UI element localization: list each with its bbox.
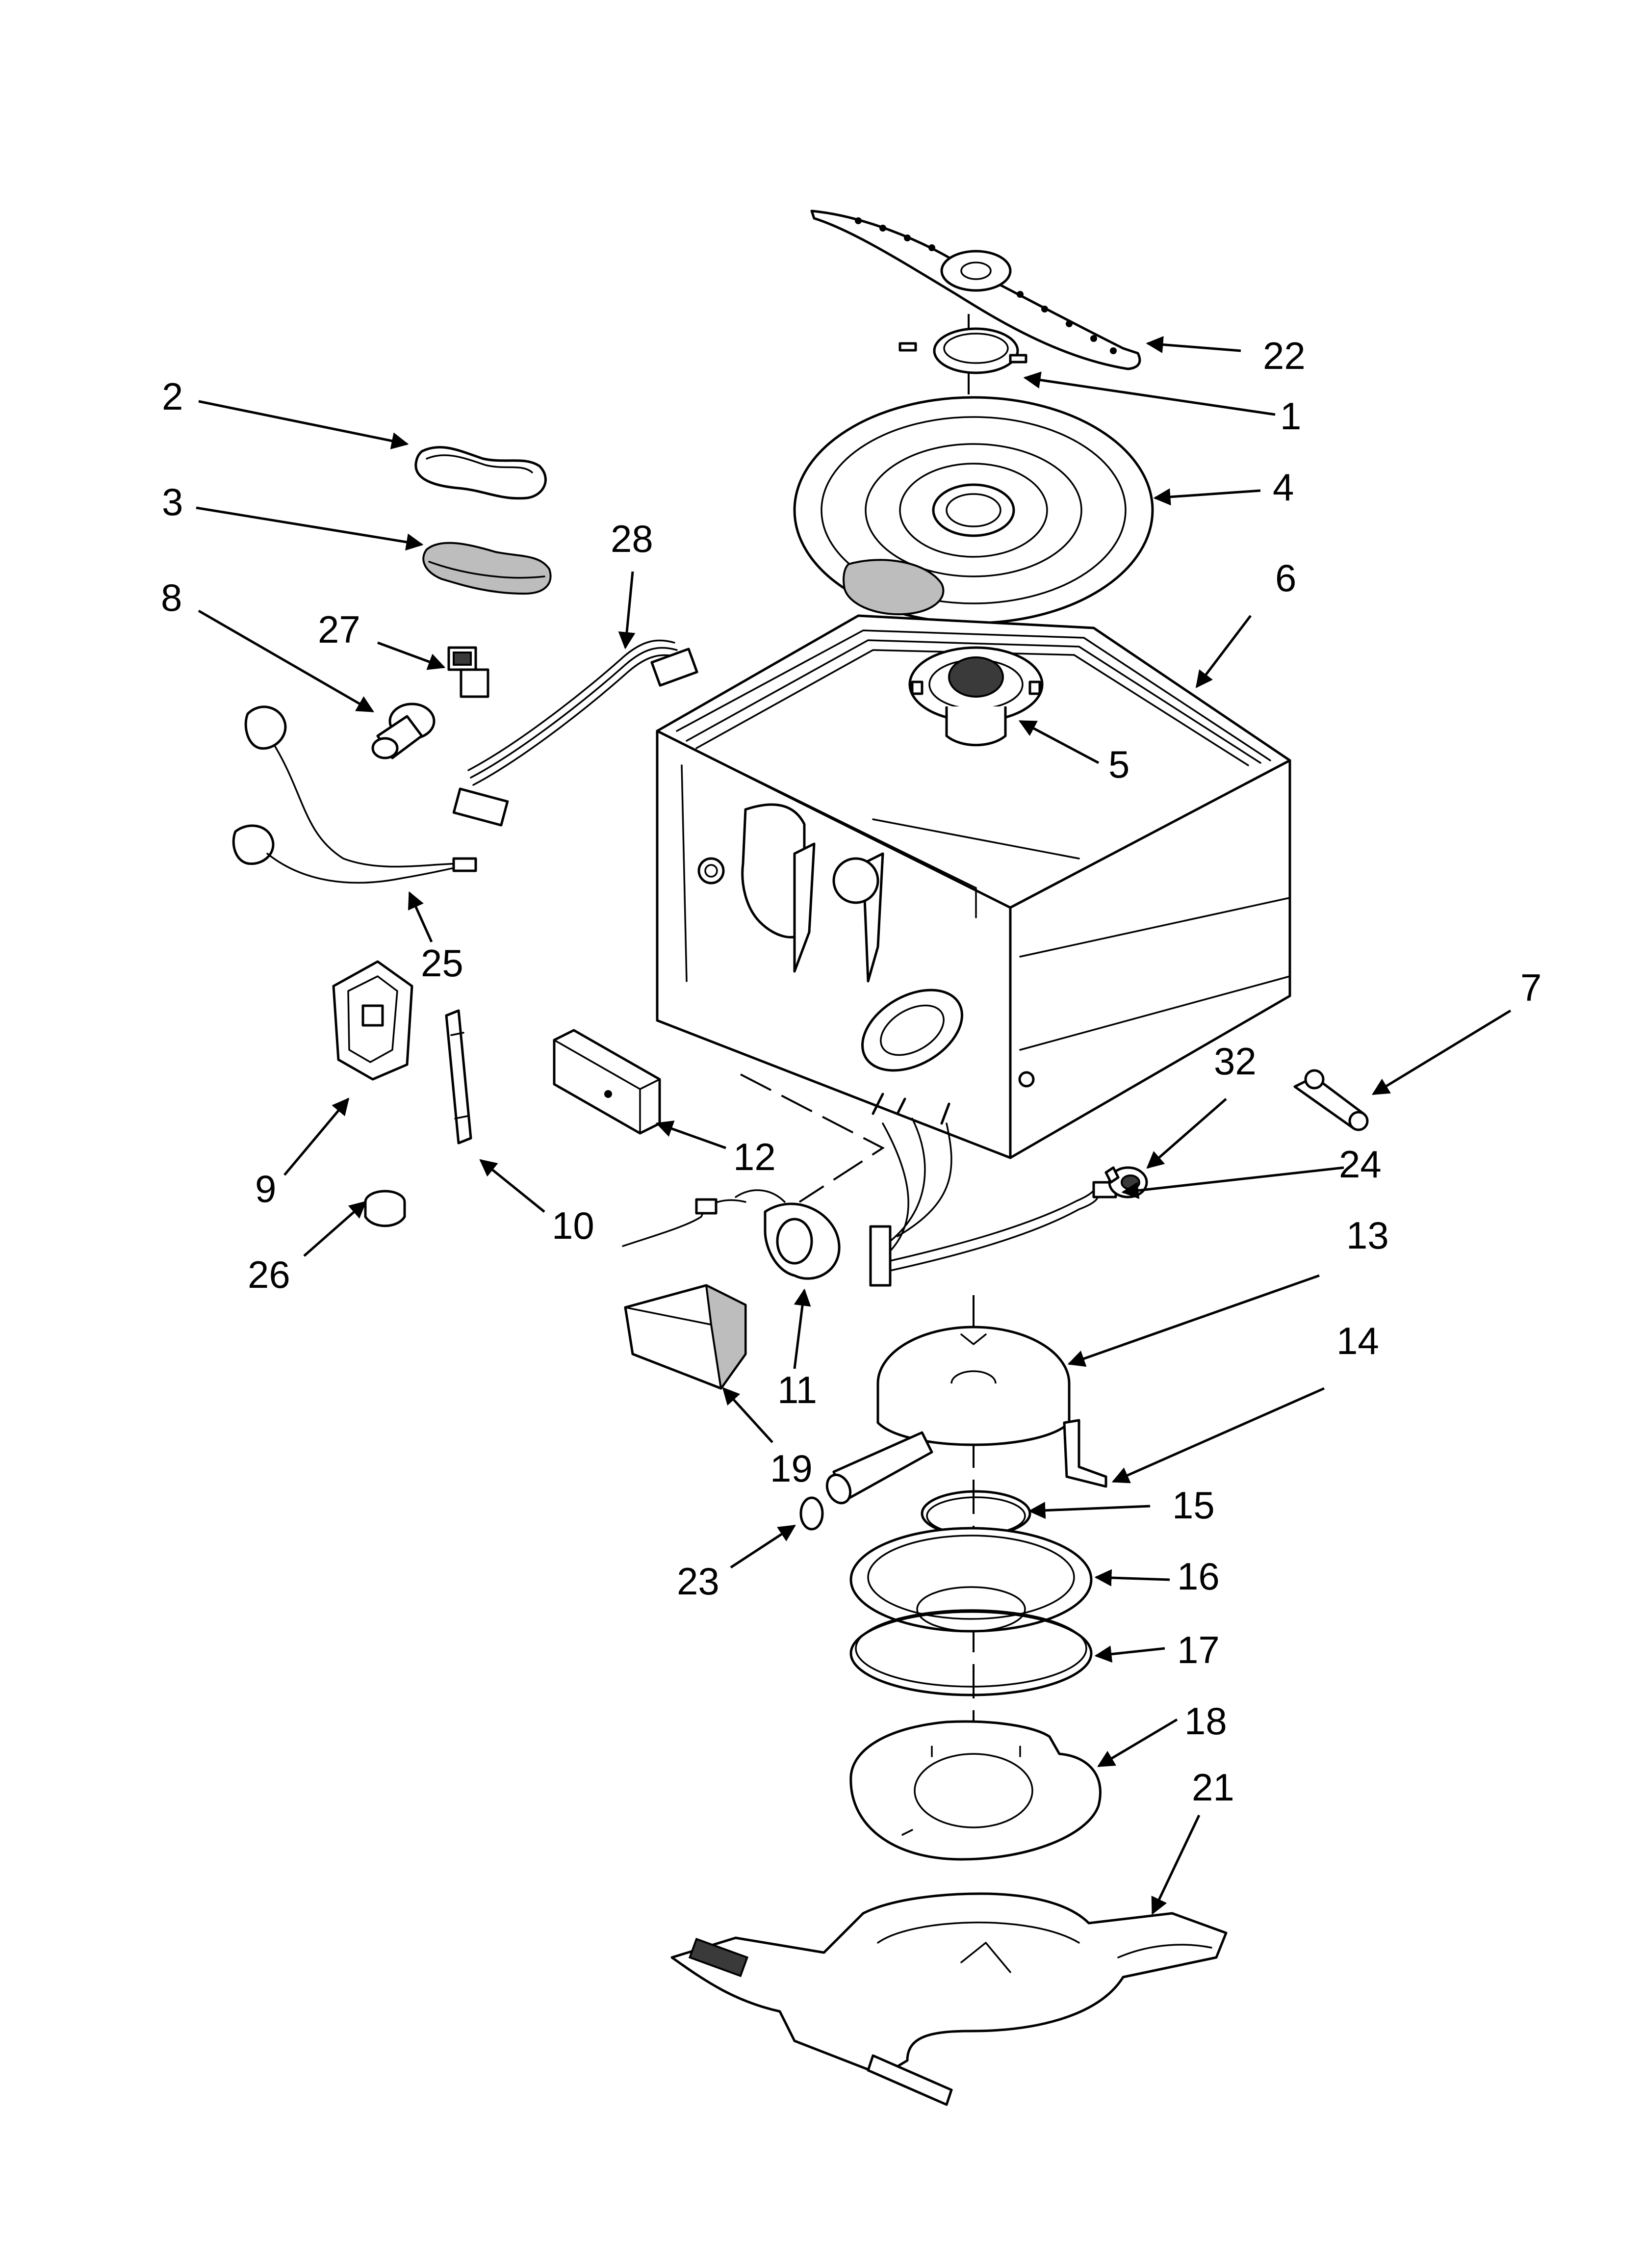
callout-3: 3 [162, 480, 183, 523]
base-plate [849, 1720, 1102, 1861]
callout-11: 11 [777, 1368, 817, 1411]
callout-15: 15 [1172, 1484, 1215, 1527]
sump-bowl [849, 1527, 1093, 1633]
callout-17: 17 [1177, 1628, 1220, 1671]
callout-4: 4 [1273, 466, 1294, 509]
pump-impeller [908, 646, 1044, 747]
filter-plate [793, 396, 1154, 625]
callout-18: 18 [1184, 1699, 1227, 1743]
bracket [445, 1009, 472, 1145]
dishwasher-tub [656, 614, 1291, 1159]
sensor-wires [232, 705, 477, 884]
callout-labels: 22 1 2 3 4 28 6 8 27 5 25 7 32 12 24 9 1… [161, 334, 1541, 1809]
callout-12: 12 [733, 1135, 776, 1178]
upper-spray-arm [810, 209, 1141, 370]
control-module [332, 960, 413, 1081]
callout-23: 23 [677, 1560, 719, 1603]
callout-32: 32 [1214, 1040, 1257, 1083]
callout-28: 28 [611, 517, 653, 560]
detergent-lid [422, 542, 552, 595]
callout-9: 9 [255, 1167, 276, 1210]
wire-harness [452, 639, 698, 827]
thermostat-clip [447, 646, 489, 698]
callout-16: 16 [1177, 1555, 1220, 1598]
callout-8: 8 [161, 576, 182, 619]
dishwasher-base [670, 1892, 1228, 2106]
callout-13: 13 [1346, 1214, 1389, 1257]
callout-1: 1 [1280, 394, 1301, 438]
inlet-fitting [371, 703, 436, 759]
callout-14: 14 [1336, 1319, 1379, 1362]
callout-19: 19 [770, 1447, 813, 1490]
motor-harness [869, 1093, 1117, 1287]
detergent-dispenser [624, 1284, 747, 1390]
float-switch-clip [1063, 1419, 1107, 1488]
callout-26: 26 [248, 1253, 290, 1296]
callout-24: 24 [1339, 1143, 1382, 1186]
cap [364, 1190, 406, 1227]
o-ring [799, 1496, 824, 1531]
sump-assembly [825, 1326, 1071, 1505]
turbidity-sensor [622, 1189, 841, 1280]
callout-22: 22 [1263, 334, 1306, 377]
bowl-gasket [849, 1609, 1093, 1696]
callout-27: 27 [318, 608, 360, 651]
callout-10: 10 [552, 1204, 594, 1247]
callout-25: 25 [421, 941, 463, 985]
hinge-bracket [1293, 1069, 1369, 1131]
callout-2: 2 [162, 375, 183, 418]
callout-5: 5 [1108, 743, 1129, 786]
spray-arm-ring [898, 327, 1027, 374]
electronic-module [553, 1029, 661, 1135]
gasket [414, 446, 547, 500]
leader-lines [196, 336, 1512, 1915]
callout-6: 6 [1275, 556, 1296, 600]
callout-21: 21 [1192, 1766, 1234, 1809]
callout-7: 7 [1520, 966, 1541, 1009]
